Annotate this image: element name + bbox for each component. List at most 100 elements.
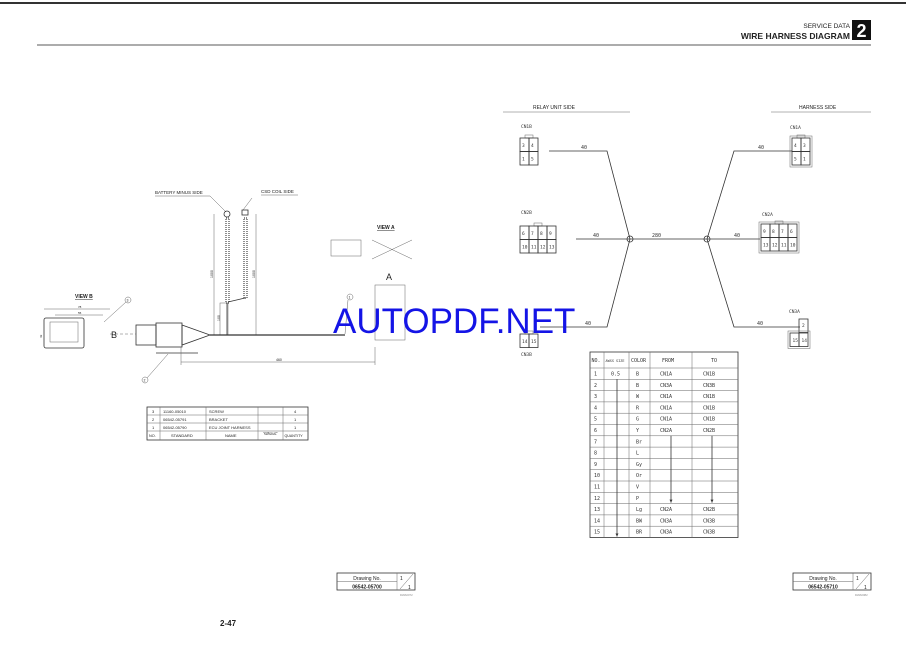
wire-cell: L bbox=[636, 451, 639, 457]
pin: 8 bbox=[540, 231, 543, 237]
drawing-no-label: Drawing No. bbox=[353, 576, 381, 582]
vb-width-1: 78 bbox=[78, 305, 82, 309]
wire-cell: 12 bbox=[594, 496, 600, 502]
wire-cell: P bbox=[636, 496, 639, 502]
wire-cell: CN1A bbox=[660, 394, 672, 400]
wire-cell: Or bbox=[636, 473, 642, 479]
pin: 3 bbox=[522, 143, 525, 149]
wire-cell: 10 bbox=[594, 473, 600, 479]
pin: 13 bbox=[763, 243, 769, 249]
part-qty: 4 bbox=[294, 409, 297, 414]
parts-table: 3 11160-05010 SCREW 4 2 06542-05791 BRAC… bbox=[146, 406, 309, 441]
chapter-badge bbox=[852, 20, 871, 40]
pin: 4 bbox=[794, 143, 797, 149]
wire-cell: 0.5 bbox=[611, 372, 620, 378]
len-cn1b: 40 bbox=[581, 145, 587, 151]
chapter-number: 2 bbox=[856, 21, 866, 41]
wire-cell: CN1B bbox=[703, 372, 715, 378]
wire-cell: 9 bbox=[594, 462, 597, 468]
wire-table-header: TO bbox=[711, 358, 717, 364]
part-standard: 11160-05010 bbox=[163, 409, 187, 414]
view-a-label: VIEW A bbox=[377, 225, 395, 231]
len-cn3b: 40 bbox=[585, 321, 591, 327]
wire-cell: CN1A bbox=[660, 372, 672, 378]
sheet-top: 1 bbox=[856, 576, 859, 582]
page-number: 2-47 bbox=[220, 619, 237, 628]
len-cn3a: 40 bbox=[757, 321, 763, 327]
part-name: SCREW bbox=[209, 409, 224, 414]
view-b-connector bbox=[43, 317, 85, 349]
wire-cell: B bbox=[636, 372, 639, 378]
wire-cell: BW bbox=[636, 518, 643, 524]
vb-height: 43 bbox=[39, 334, 43, 338]
pin: 5 bbox=[531, 157, 534, 163]
pin: 10 bbox=[790, 243, 796, 249]
pin: 12 bbox=[540, 245, 546, 251]
wire-cell: CN3B bbox=[703, 383, 715, 389]
bracket-part bbox=[374, 284, 406, 341]
header-standard: STANDARD bbox=[171, 433, 193, 438]
header-quantity: QUANTITY bbox=[285, 434, 304, 438]
ecu-connector bbox=[155, 322, 183, 348]
wire-cell: V bbox=[636, 485, 639, 491]
pin: 9 bbox=[763, 229, 766, 235]
wire-cell: CN1A bbox=[660, 417, 672, 423]
pin: 11 bbox=[781, 243, 787, 249]
dim-1: 1000 bbox=[210, 270, 214, 278]
page-title: WIRE HARNESS DIAGRAM bbox=[741, 31, 850, 41]
harness-side-label: HARNESS SIDE bbox=[799, 105, 837, 111]
sheet-top: 1 bbox=[400, 576, 403, 582]
relay-side-label: RELAY UNIT SIDE bbox=[533, 105, 576, 111]
wire-cell: BR bbox=[636, 530, 643, 536]
wire-cell: 8 bbox=[594, 451, 597, 457]
pin: 11 bbox=[531, 245, 537, 251]
relay-wiring-diagram: RELAY UNIT SIDE HARNESS SIDE 40 40 40 28… bbox=[503, 105, 871, 358]
arrow-b-label: B bbox=[111, 330, 117, 340]
wire-cell: Br bbox=[636, 439, 642, 445]
wire-cell: 11 bbox=[594, 485, 600, 491]
len-cn2b: 40 bbox=[593, 233, 599, 239]
view-b-label: VIEW B bbox=[75, 294, 93, 300]
drawing-code: DWA0082 bbox=[855, 593, 868, 597]
wire-cell: CN1A bbox=[660, 405, 672, 411]
connector-label: CN3B bbox=[521, 352, 532, 358]
drawing-no: 06542-05710 bbox=[808, 585, 838, 591]
wire-cell: CN1B bbox=[703, 394, 715, 400]
connector-label: CN1A bbox=[790, 125, 801, 131]
watermark: AUTOPDF.NET bbox=[333, 302, 576, 341]
pin: 15 bbox=[531, 339, 537, 345]
part-name: BRACKET bbox=[209, 417, 228, 422]
header-name: NAME bbox=[225, 433, 237, 438]
wire-cell: CN3B bbox=[703, 518, 715, 524]
section-label: SERVICE DATA bbox=[803, 23, 850, 30]
sheet-bottom: 1 bbox=[408, 585, 411, 591]
pin: 6 bbox=[522, 231, 525, 237]
vb-width-2: 55 bbox=[78, 311, 82, 315]
part-no: 2 bbox=[152, 417, 155, 422]
part-standard: 06542-05791 bbox=[163, 417, 187, 422]
wire-cell: 13 bbox=[594, 507, 600, 513]
splice-right bbox=[703, 235, 711, 243]
pin: 1 bbox=[522, 157, 525, 163]
part-no: 3 bbox=[152, 409, 155, 414]
dim-3: 100 bbox=[217, 315, 221, 321]
drawing-code: DWA0072 bbox=[400, 593, 413, 597]
drawing-no: 06542-05700 bbox=[352, 585, 382, 591]
header-material: QUALITY OF MATERIAL bbox=[263, 431, 278, 437]
wire-cell: CN1B bbox=[703, 417, 715, 423]
pin: 6 bbox=[790, 229, 793, 235]
wire-cell: CN1B bbox=[703, 405, 715, 411]
pin: 3 bbox=[803, 143, 806, 149]
connector-label: CN2A bbox=[762, 212, 773, 218]
